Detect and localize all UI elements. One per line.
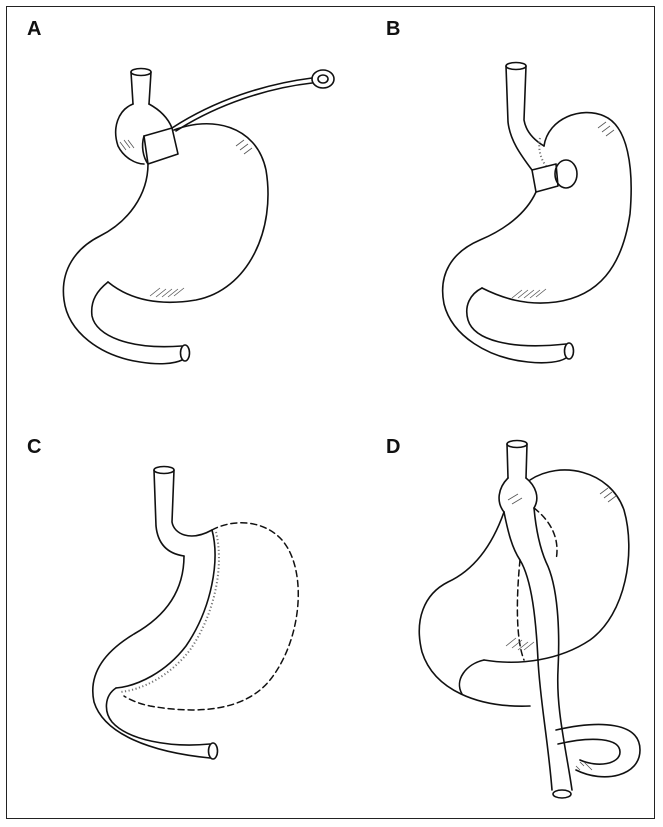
resected-stomach-outline	[124, 523, 298, 710]
band-b	[532, 164, 558, 192]
stomach-lesser-curve-outer-a	[63, 164, 182, 364]
stomach-lesser-curve-b	[443, 192, 566, 363]
panel-d-drawing	[419, 441, 640, 799]
esophagus-opening-a	[131, 69, 151, 76]
esophagus-left-a	[131, 72, 133, 104]
esophagus-left-d	[507, 444, 508, 478]
panel-c-drawing	[93, 467, 299, 760]
esophagus-opening-c	[154, 467, 174, 474]
esophagus-opening-b	[506, 63, 526, 70]
panel-a-drawing	[63, 69, 334, 364]
limb-hidden-dash	[517, 560, 524, 660]
roux-limb-left	[504, 512, 552, 790]
stomach-lesser-curve-d	[419, 512, 530, 706]
shading-b-1	[512, 289, 546, 298]
access-port-center	[318, 75, 328, 83]
sleeve-inner-c	[93, 556, 210, 758]
shading-a-2	[236, 140, 252, 154]
limb-end-d	[553, 790, 571, 798]
shading-a-3	[120, 140, 134, 150]
band-balloon-b	[555, 160, 577, 188]
esophagus-right-c	[172, 470, 212, 536]
duodenum-inner-b	[467, 288, 566, 346]
stomach-greater-curve-a	[108, 124, 268, 302]
esophagus-right-b	[524, 66, 544, 146]
panel-b-drawing	[443, 63, 632, 363]
shading-d-2	[600, 488, 616, 502]
remnant-inner-d	[459, 660, 484, 694]
gastric-band	[144, 128, 178, 164]
duodenum-end-c	[209, 743, 218, 759]
shading-b-2	[598, 122, 614, 136]
esophagus-right-a	[149, 72, 151, 104]
esophagus-opening-d	[507, 441, 527, 448]
roux-limb-right	[534, 508, 572, 790]
pouch-right-a	[149, 104, 172, 128]
esophagus-left-c	[154, 470, 184, 556]
shading-d-pouch	[508, 494, 522, 504]
duodenum-end-a	[181, 345, 190, 361]
esophagus-right-d	[526, 444, 527, 478]
pouch-right-d	[526, 478, 537, 508]
shading-a-1	[150, 288, 184, 297]
duodenum-inner-c	[106, 688, 210, 745]
pouch-left-d	[499, 478, 508, 512]
esophagus-left-b	[506, 66, 532, 170]
duodenum-end-b	[565, 343, 574, 359]
stomach-greater-curve-d	[484, 470, 629, 662]
stomach-greater-curve-b	[482, 113, 631, 304]
pouch-left-a	[116, 104, 144, 164]
access-port	[312, 70, 334, 88]
